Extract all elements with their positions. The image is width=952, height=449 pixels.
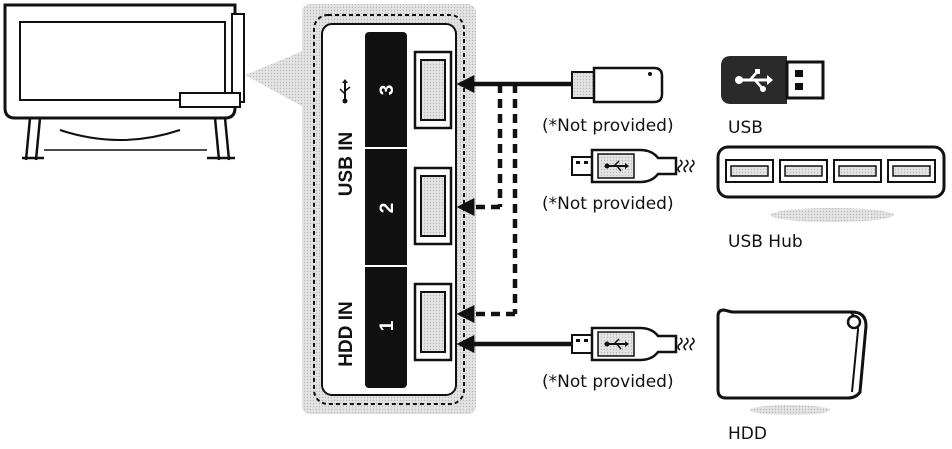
tv-back-icon <box>3 3 245 161</box>
zoom-callout <box>245 50 305 108</box>
usb-flash-drive-icon <box>571 66 664 104</box>
usb-symbol-icon <box>339 79 351 104</box>
connection-lines <box>456 75 572 353</box>
usb-cable-icon <box>571 326 695 362</box>
hdd-in-label: HDD IN <box>336 301 357 366</box>
cable-note-3: (*Not provided) <box>542 372 674 392</box>
usb-in-label: USB IN <box>336 132 357 196</box>
usb-hub-icon <box>716 145 946 222</box>
device-label-usb: USB <box>728 118 763 138</box>
usb-stick-icon <box>721 56 825 104</box>
port-number-2: 2 <box>377 203 398 214</box>
cable-note-1: (*Not provided) <box>542 116 674 136</box>
usb-port-3[interactable] <box>413 50 453 130</box>
port-number-3: 3 <box>377 85 398 96</box>
input-panel: USB IN HDD IN 3 2 1 <box>302 4 476 414</box>
device-label-hdd: HDD <box>728 424 767 444</box>
usb-port-2[interactable] <box>413 166 453 246</box>
port-number-1: 1 <box>377 320 398 331</box>
usb-port-1[interactable] <box>413 282 453 362</box>
cable-note-2: (*Not provided) <box>542 194 674 214</box>
hdd-icon <box>716 308 868 415</box>
usb-cable-icon <box>571 148 695 184</box>
device-label-usb-hub: USB Hub <box>728 232 803 252</box>
